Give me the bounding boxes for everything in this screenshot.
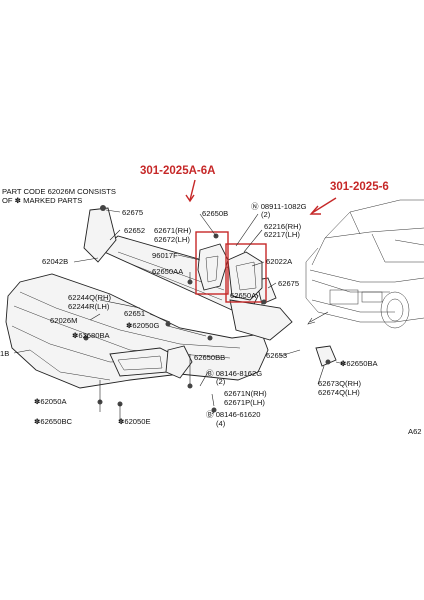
label-08146-61620: Ⓑ 08146-61620 xyxy=(206,410,260,419)
label-62050g: ✽62050G xyxy=(126,321,159,330)
corner-code: A62 xyxy=(408,427,422,436)
note-line-1: PART CODE 62026M CONSISTS xyxy=(2,187,116,196)
label-62650b: 62650B xyxy=(202,209,228,218)
mounting-bracket-rh xyxy=(197,243,229,291)
label-62244q-rh: 62244Q(RH) xyxy=(68,293,112,302)
fasteners xyxy=(83,205,331,413)
callout-right-arrow xyxy=(311,197,337,214)
label-96017f: 96017F xyxy=(152,251,178,260)
label-62675-a: 62675 xyxy=(122,208,143,217)
label-08911-1082g: Ⓝ 08911-1082G xyxy=(251,202,307,211)
label-62671n-rh: 62671N(RH) xyxy=(224,389,267,398)
label-62650a-mid: 62650A xyxy=(230,291,257,300)
label-62650aa: 62650AA xyxy=(152,267,184,276)
label-62217-lh: 62217(LH) xyxy=(264,230,300,239)
label-08146-61620-qty: (4) xyxy=(216,419,226,428)
label-62672-lh: 62672(LH) xyxy=(154,235,190,244)
front-bumper-assembly xyxy=(5,207,337,389)
label-62671p-lh: 62671P(LH) xyxy=(224,398,265,407)
label-62244r-lh: 62244R(LH) xyxy=(68,302,110,311)
label-62022a: 62022A xyxy=(266,257,293,266)
leader-lines xyxy=(13,209,345,420)
label-62671-rh: 62671(RH) xyxy=(154,226,192,235)
callout-right-label: 301-2025-6 xyxy=(330,181,389,193)
highlight-box-left xyxy=(195,231,229,295)
pointer-arrowhead xyxy=(307,317,316,325)
callout-right-arrowhead xyxy=(309,205,321,215)
callout-left-arrow xyxy=(189,179,196,201)
side-bracket-right xyxy=(229,299,293,341)
label-62026m: 62026M xyxy=(50,316,77,325)
label-62650ba: ✽62650BA xyxy=(340,359,379,368)
label-62673q-rh: 62673Q(RH) xyxy=(318,379,362,388)
label-62650bb: 62650BB xyxy=(194,353,225,362)
label-1b: 1B xyxy=(0,349,9,358)
label-08911-qty: (2) xyxy=(261,210,271,219)
label-62050e: ✽62050E xyxy=(118,417,151,426)
clip-bracket-right xyxy=(315,345,337,367)
highlight-box-right xyxy=(225,243,267,303)
label-62651: 62651 xyxy=(124,309,145,318)
bumper-fascia xyxy=(5,273,269,389)
callout-left-label: 301-2025A-6A xyxy=(140,165,215,177)
label-62042b: 62042B xyxy=(42,257,68,266)
label-62216-rh: 62216(RH) xyxy=(264,222,302,231)
label-62680ba: ✽62680BA xyxy=(72,331,111,340)
mounting-bracket-lh xyxy=(227,251,263,301)
pointer-line xyxy=(309,311,329,323)
label-08146-8162g: Ⓑ 08146-8162G xyxy=(206,369,262,378)
lower-stay xyxy=(165,345,193,379)
label-62650bc: ✽62650BC xyxy=(34,417,73,426)
label-62653: 62653 xyxy=(266,351,287,360)
label-62652: 62652 xyxy=(124,226,145,235)
callout-left-arrowhead xyxy=(185,194,195,203)
label-62675-b: 62675 xyxy=(278,279,299,288)
note-line-2: OF ✽ MARKED PARTS xyxy=(2,196,82,205)
label-62050a: ✽62050A xyxy=(34,397,67,406)
label-08146-8162g-qty: (2) xyxy=(216,377,226,386)
vehicle-illustration xyxy=(305,199,424,329)
label-62674q-lh: 62674Q(LH) xyxy=(318,388,360,397)
